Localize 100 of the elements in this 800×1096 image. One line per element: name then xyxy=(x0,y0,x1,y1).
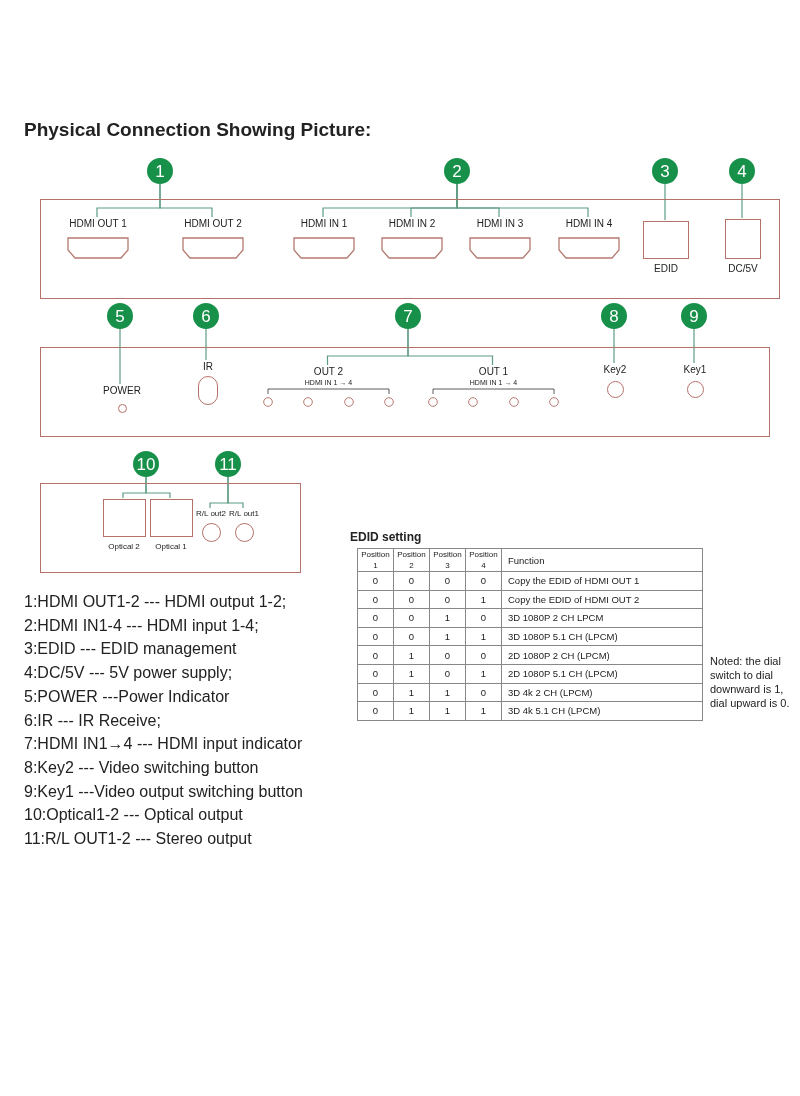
table-cell: 1 xyxy=(429,701,466,721)
note-text: Noted: the dial switch to dial downward is 1, dial upward is 0. xyxy=(710,654,791,710)
table-cell: 3D 4k 2 CH (LPCM) xyxy=(501,683,703,702)
leader-line xyxy=(693,328,695,364)
callout-number: 4 xyxy=(729,158,755,184)
table-cell: 1 xyxy=(429,683,466,702)
table-cell: 0 xyxy=(357,683,394,702)
callout-number: 5 xyxy=(107,303,133,329)
port-label: Optical 1 xyxy=(155,542,187,552)
table-cell: 0 xyxy=(357,664,394,684)
device-panel xyxy=(40,347,770,437)
legend-item-text: 6:IR --- IR Receive; xyxy=(24,710,162,731)
table-title: EDID setting xyxy=(350,529,422,546)
table-cell: 1 xyxy=(393,701,430,721)
port-label: R/L out1 xyxy=(229,509,259,519)
button-label: Key2 xyxy=(603,364,627,376)
callout-number: 2 xyxy=(444,158,470,184)
table-cell: 0 xyxy=(465,645,502,665)
callout-number: 7 xyxy=(395,303,421,329)
table-cell: 2D 1080P 5.1 CH (LPCM) xyxy=(501,664,703,684)
table-cell: 0 xyxy=(393,608,430,628)
device-panel xyxy=(40,483,301,573)
port-label: HDMI IN 3 xyxy=(476,218,524,230)
table-cell: 0 xyxy=(393,627,430,646)
table-cell: 2D 1080P 2 CH (LPCM) xyxy=(501,645,703,665)
callout-number: 9 xyxy=(681,303,707,329)
port-label: HDMI OUT 1 xyxy=(69,218,127,230)
table-cell: 3D 1080P 2 CH LPCM xyxy=(501,608,703,628)
port-label: R/L out2 xyxy=(196,509,226,519)
table-cell: 1 xyxy=(393,664,430,684)
legend-item-text: 9:Key1 ---Video output switching button xyxy=(24,781,303,802)
indicator-group-label: OUT 2 xyxy=(313,366,344,378)
legend-item-text: 3:EDID --- EDID management xyxy=(24,639,238,660)
table-cell: 0 xyxy=(357,627,394,646)
table-cell: 0 xyxy=(393,571,430,591)
leader-line xyxy=(456,183,589,218)
table-cell: 0 xyxy=(357,571,394,591)
port-label: Optical 2 xyxy=(108,542,140,552)
table-cell: 0 xyxy=(465,608,502,628)
port-label: HDMI IN 4 xyxy=(565,218,613,230)
diagram-title: Physical Connection Showing Picture: xyxy=(24,118,372,142)
port-label: HDMI OUT 2 xyxy=(184,218,242,230)
table-cell: 1 xyxy=(429,627,466,646)
indicator-group-label: OUT 1 xyxy=(478,366,509,378)
legend-item-text: 4:DC/5V --- 5V power supply; xyxy=(24,663,234,684)
table-cell: 1 xyxy=(465,664,502,684)
callout-number: 3 xyxy=(652,158,678,184)
button-label: Key1 xyxy=(683,364,707,376)
column-header: Position 1 xyxy=(357,548,394,572)
leader-line xyxy=(407,328,494,366)
leader-line xyxy=(227,476,244,509)
table-cell: 0 xyxy=(357,590,394,609)
leader-line xyxy=(145,476,171,499)
indicator-label: POWER xyxy=(103,385,141,397)
leader-line xyxy=(664,183,666,221)
table-cell: 0 xyxy=(429,664,466,684)
table-cell: 0 xyxy=(357,608,394,628)
callout-number: 8 xyxy=(601,303,627,329)
port-label: EDID xyxy=(654,263,678,275)
column-header: Position 4 xyxy=(465,548,502,572)
table-cell: 1 xyxy=(393,683,430,702)
callout-number: 10 xyxy=(133,451,159,477)
table-cell: 0 xyxy=(357,701,394,721)
table-cell: Copy the EDID of HDMI OUT 1 xyxy=(501,571,703,591)
table-cell: 0 xyxy=(429,590,466,609)
table-cell: 3D 4k 5.1 CH (LPCM) xyxy=(501,701,703,721)
table-cell: 0 xyxy=(465,683,502,702)
leader-line xyxy=(159,183,213,218)
table-cell: 0 xyxy=(393,590,430,609)
callout-number: 1 xyxy=(147,158,173,184)
port-label: DC/5V xyxy=(728,263,758,275)
table-cell: 0 xyxy=(429,571,466,591)
table-cell: 1 xyxy=(465,701,502,721)
leader-line xyxy=(119,328,121,385)
table-cell: 3D 1080P 5.1 CH (LPCM) xyxy=(501,627,703,646)
port-label: HDMI IN 2 xyxy=(388,218,436,230)
legend-item-text: 10:Optical1-2 --- Optical output xyxy=(24,805,244,826)
callout-number: 6 xyxy=(193,303,219,329)
device-panel xyxy=(40,199,780,299)
leader-line xyxy=(613,328,615,364)
table-cell: 1 xyxy=(465,627,502,646)
table-cell: 1 xyxy=(429,608,466,628)
legend-item-text: 11:R/L OUT1-2 --- Stereo output xyxy=(24,829,253,850)
table-cell: Copy the EDID of HDMI OUT 2 xyxy=(501,590,703,609)
legend-item-text: 7:HDMI IN1→4 --- HDMI input indicator xyxy=(24,734,303,755)
column-header: Function xyxy=(501,548,703,572)
table-cell: 0 xyxy=(357,645,394,665)
leader-line xyxy=(741,183,743,219)
table-cell: 0 xyxy=(465,571,502,591)
table-cell: 0 xyxy=(429,645,466,665)
legend-item-text: 8:Key2 --- Video switching button xyxy=(24,757,260,778)
leader-line xyxy=(205,328,207,361)
table-cell: 1 xyxy=(393,645,430,665)
sensor-label: IR xyxy=(203,361,213,373)
callout-number: 11 xyxy=(215,451,241,477)
legend-item-text: 1:HDMI OUT1-2 --- HDMI output 1-2; xyxy=(24,592,288,612)
legend-item-text: 5:POWER ---Power Indicator xyxy=(24,686,231,707)
legend-item-text: 2:HDMI IN1-4 --- HDMI input 1-4; xyxy=(24,615,260,636)
column-header: Position 3 xyxy=(429,548,466,572)
table-cell: 1 xyxy=(465,590,502,609)
